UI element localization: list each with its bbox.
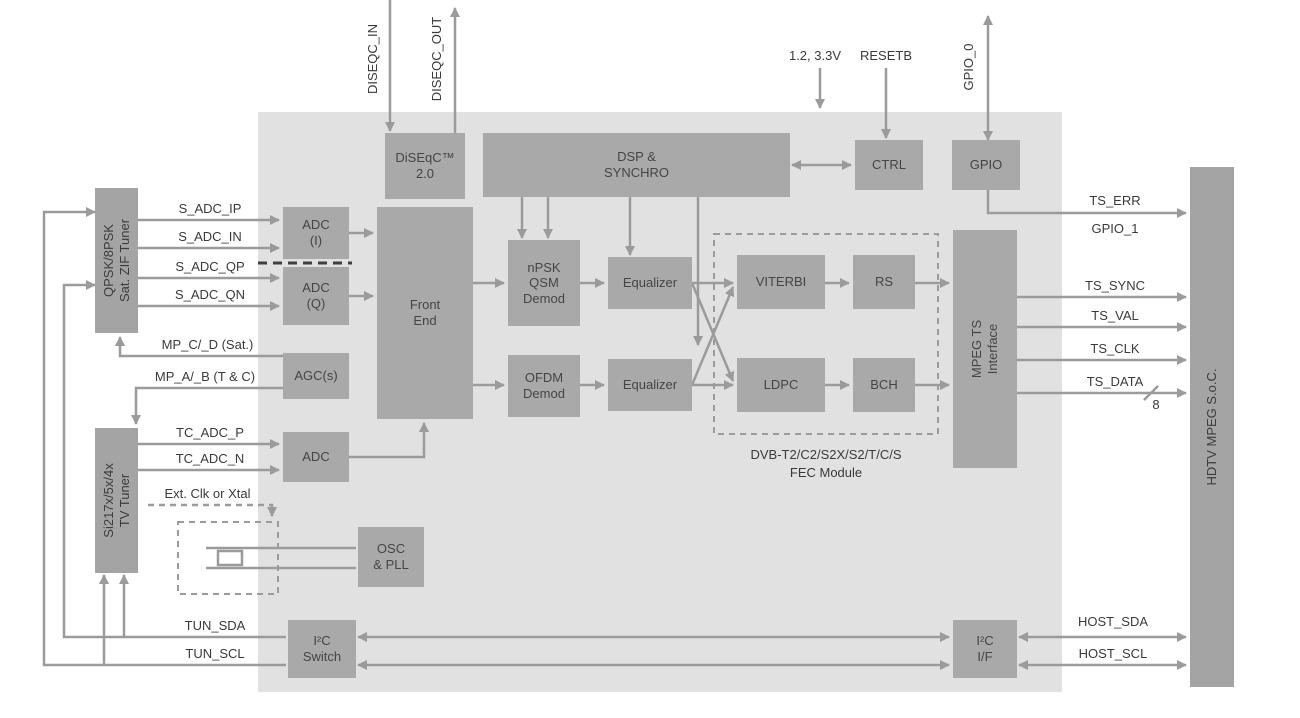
label-ts-sync: TS_SYNC	[1085, 278, 1145, 293]
ts-output-arrows	[1017, 292, 1187, 401]
label-diseqc-in: DISEQC_IN	[360, 10, 386, 108]
label-tun-scl: TUN_SCL	[185, 646, 245, 661]
block-adc-i: ADC (I)	[283, 207, 349, 259]
diseqc-in-text: DISEQC_IN	[365, 23, 381, 95]
label-power: 1.2, 3.3V	[788, 48, 842, 63]
block-hdtv-soc: HDTV MPEG S.o.C.	[1190, 167, 1234, 687]
dsp-control-arrows	[517, 197, 703, 346]
block-gpio: GPIO	[952, 140, 1020, 190]
block-diseqc: DiSEqC™ 2.0	[385, 133, 465, 199]
block-adc-q: ADC (Q)	[283, 267, 349, 325]
crystal-dashed-box	[177, 521, 279, 595]
top-io-arrows	[385, 0, 1187, 218]
block-tv-tuner: Si217x/5x/4x TV Tuner	[95, 428, 138, 573]
datapath-arrows	[349, 228, 950, 459]
hdtv-soc-label: HDTV MPEG S.o.C.	[1204, 368, 1220, 486]
label-bus-width-8: 8	[1152, 397, 1160, 412]
label-mp-ab: MP_A/_B (T & C)	[154, 369, 256, 384]
label-s-adc-qp: S_ADC_QP	[175, 259, 245, 274]
sat-tuner-label: QPSK/8PSK Sat. ZIF Tuner	[100, 218, 132, 303]
block-i2c-if: I²C I/F	[953, 620, 1017, 678]
block-agc: AGC(s)	[283, 353, 349, 399]
label-host-scl: HOST_SCL	[1078, 646, 1148, 661]
block-adc-terrestrial: ADC	[283, 432, 349, 482]
block-front-end: Front End	[377, 207, 473, 419]
label-mp-cd: MP_C/_D (Sat.)	[161, 337, 254, 352]
label-diseqc-out: DISEQC_OUT	[424, 8, 450, 110]
mpeg-ts-interface-label: MPEG TS Interface	[969, 319, 1000, 379]
clock-circuit	[148, 503, 356, 595]
label-tun-sda: TUN_SDA	[184, 618, 246, 633]
block-ofdm-demod: OFDM Demod	[508, 355, 580, 417]
i2c-bus-wires	[42, 207, 1187, 670]
label-ext-clk: Ext. Clk or Xtal	[164, 486, 251, 501]
block-npsk-demod: nPSK QSM Demod	[508, 240, 580, 326]
block-sat-tuner: QPSK/8PSK Sat. ZIF Tuner	[95, 188, 138, 333]
block-equalizer-2: Equalizer	[608, 359, 692, 411]
label-ts-val: TS_VAL	[1091, 308, 1139, 323]
label-tc-adc-n: TC_ADC_N	[175, 451, 245, 466]
block-osc-pll: OSC & PLL	[358, 527, 424, 587]
label-gpio-0: GPIO_0	[956, 28, 982, 106]
label-ts-clk: TS_CLK	[1090, 341, 1140, 356]
block-dsp-synchro: DSP & SYNCHRO	[483, 133, 790, 197]
label-ts-data: TS_DATA	[1086, 374, 1144, 389]
block-rs: RS	[853, 255, 915, 309]
diseqc-out-text: DISEQC_OUT	[429, 16, 445, 102]
block-i2c-switch: I²C Switch	[288, 620, 356, 678]
bus-width-slash	[1143, 385, 1159, 401]
crystal-icon	[216, 549, 244, 567]
block-viterbi: VITERBI	[737, 255, 825, 309]
label-resetb: RESETB	[859, 48, 912, 63]
block-bch: BCH	[853, 358, 915, 412]
tv-tuner-label: Si217x/5x/4x TV Tuner	[100, 463, 132, 538]
label-s-adc-qn: S_ADC_QN	[174, 287, 246, 302]
label-gpio-1: GPIO_1	[1091, 221, 1139, 236]
block-ctrl: CTRL	[855, 140, 923, 190]
label-s-adc-in: S_ADC_IN	[178, 229, 242, 244]
label-ts-err: TS_ERR	[1089, 193, 1141, 208]
label-host-sda: HOST_SDA	[1077, 614, 1149, 629]
gpio-0-text: GPIO_0	[961, 43, 977, 91]
label-s-adc-ip: S_ADC_IP	[178, 201, 242, 216]
block-equalizer-1: Equalizer	[608, 257, 692, 309]
fec-module-caption: DVB-T2/C2/S2X/S2/T/C/S FEC Module	[750, 447, 902, 480]
block-mpeg-ts-interface: MPEG TS Interface	[953, 230, 1017, 468]
left-input-arrows	[115, 215, 352, 475]
label-tc-adc-p: TC_ADC_P	[176, 425, 244, 440]
block-ldpc: LDPC	[737, 358, 825, 412]
fec-module-dashed-box	[713, 233, 939, 435]
